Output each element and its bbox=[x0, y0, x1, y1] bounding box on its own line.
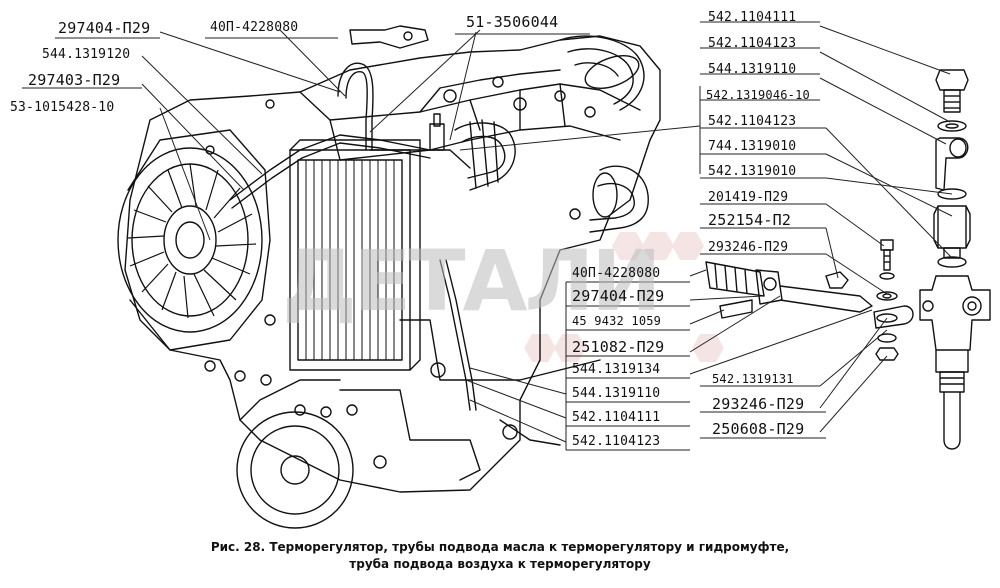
label-40p-4228080-mid: 40П-4228080 bbox=[572, 266, 661, 281]
label-744-1319010: 744.1319010 bbox=[708, 139, 797, 154]
label-293246-p29-a: 293246-П29 bbox=[708, 240, 789, 255]
label-542-1104111-top: 542.1104111 bbox=[708, 10, 797, 25]
figure-caption-line1: Рис. 28. Терморегулятор, трубы подвода м… bbox=[210, 540, 790, 554]
label-297404-p29-top: 297404-П29 bbox=[58, 19, 151, 37]
label-542-1319131: 542.1319131 bbox=[712, 372, 794, 386]
label-251082-p29: 251082-П29 bbox=[572, 338, 665, 356]
label-201419-p29: 201419-П29 bbox=[708, 190, 789, 205]
label-544-1319120: 544.1319120 bbox=[42, 47, 131, 62]
label-544-1319110-top: 544.1319110 bbox=[708, 62, 797, 77]
label-53-1015428-10: 53-1015428-10 bbox=[10, 100, 115, 115]
radiator-core bbox=[305, 160, 395, 360]
figure-caption-line2: труба подвода воздуха к терморегулятору bbox=[349, 557, 651, 571]
label-297403-p29: 297403-П29 bbox=[28, 71, 121, 89]
label-542-1104123-top: 542.1104123 bbox=[708, 36, 797, 51]
fan-impeller bbox=[127, 163, 257, 319]
label-293246-p29-b: 293246-П29 bbox=[712, 395, 805, 413]
label-252154-p2: 252154-П2 bbox=[708, 211, 792, 229]
label-544-1319110-mid: 544.1319110 bbox=[572, 386, 661, 401]
label-51-3506044: 51-3506044 bbox=[466, 13, 559, 31]
label-250608-p29: 250608-П29 bbox=[712, 420, 805, 438]
label-45-9432-1059: 45 9432 1059 bbox=[572, 314, 662, 328]
label-544-1319134: 544.1319134 bbox=[572, 362, 661, 377]
label-542-1319046-10: 542.1319046-10 bbox=[706, 88, 810, 102]
watermark-text: ДЕТАЛИ bbox=[282, 232, 662, 330]
label-542-1104123-mid: 542.1104123 bbox=[572, 434, 661, 449]
label-542-1104111-mid: 542.1104111 bbox=[572, 410, 661, 425]
label-40p-4228080-top: 40П-4228080 bbox=[210, 20, 299, 35]
label-297404-p29-mid: 297404-П29 bbox=[572, 287, 665, 305]
label-542-1104123-second: 542.1104123 bbox=[708, 114, 797, 129]
leader-lines bbox=[141, 25, 953, 443]
label-542-1319010: 542.1319010 bbox=[708, 164, 797, 179]
